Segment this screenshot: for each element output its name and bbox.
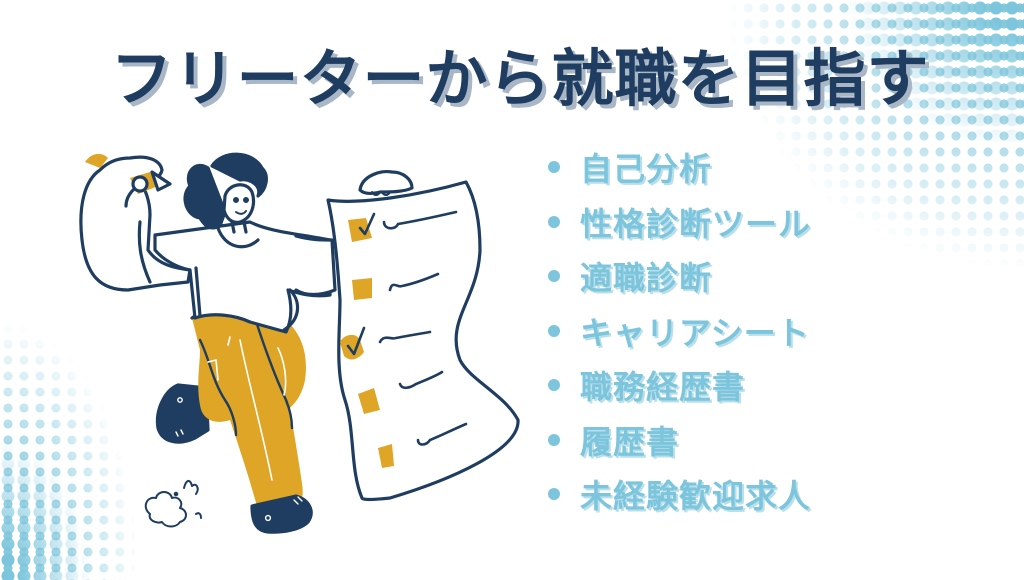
- bullet-icon: [548, 433, 560, 446]
- dust-cloud-icon: [144, 480, 202, 528]
- text-line-squiggle: [382, 210, 458, 230]
- text-line-squiggle: [378, 330, 432, 344]
- text-line-squiggle: [398, 370, 444, 390]
- back-shoe-icon: [155, 383, 210, 444]
- bullet-icon: [548, 379, 560, 392]
- pencil-icon: [85, 153, 172, 194]
- bullet-icon: [548, 488, 560, 501]
- list-item: キャリアシート: [548, 304, 811, 359]
- list-item-label: 未経験歓迎求人: [580, 477, 812, 516]
- list-item: 性格診断ツール: [548, 195, 811, 250]
- bullet-icon: [548, 161, 560, 174]
- list-item: 自己分析: [548, 140, 811, 195]
- checklist-paper: [326, 170, 520, 502]
- list-item-label: キャリアシート: [580, 313, 810, 352]
- checkbox-2: [352, 278, 372, 300]
- checkmark-icon: [358, 212, 376, 236]
- bullet-icon: [548, 215, 560, 228]
- list-item-label: 性格診断ツール: [580, 204, 812, 243]
- woman-with-checklist-illustration: [79, 152, 520, 534]
- checkbox-4: [358, 388, 380, 414]
- head: [183, 152, 268, 234]
- list-item: 未経験歓迎求人: [548, 467, 811, 522]
- list-item-label: 適職診断: [580, 259, 713, 298]
- checklist: 自己分析 性格診断ツール 適職診断 キャリアシート 職務経歴書 履歴書 未経験歓…: [548, 140, 811, 522]
- page-title: フリーターから就職を目指す: [110, 42, 930, 115]
- checkmark-icon: [346, 326, 366, 356]
- checkbox-5: [378, 444, 394, 468]
- front-shoe-icon: [250, 494, 313, 534]
- list-item-label: 職務経歴書: [580, 368, 746, 407]
- list-item: 職務経歴書: [548, 358, 811, 413]
- list-item-label: 自己分析: [580, 150, 713, 189]
- bullet-icon: [548, 270, 560, 283]
- text-line-squiggle: [388, 272, 440, 292]
- pants: [190, 303, 306, 510]
- bullet-icon: [548, 324, 560, 337]
- text-line-squiggle: [416, 422, 468, 446]
- list-item: 適職診断: [548, 249, 811, 304]
- list-item: 履歴書: [548, 413, 811, 468]
- raised-arm: [79, 155, 192, 292]
- right-arm: [294, 234, 337, 297]
- list-item-label: 履歴書: [580, 422, 680, 461]
